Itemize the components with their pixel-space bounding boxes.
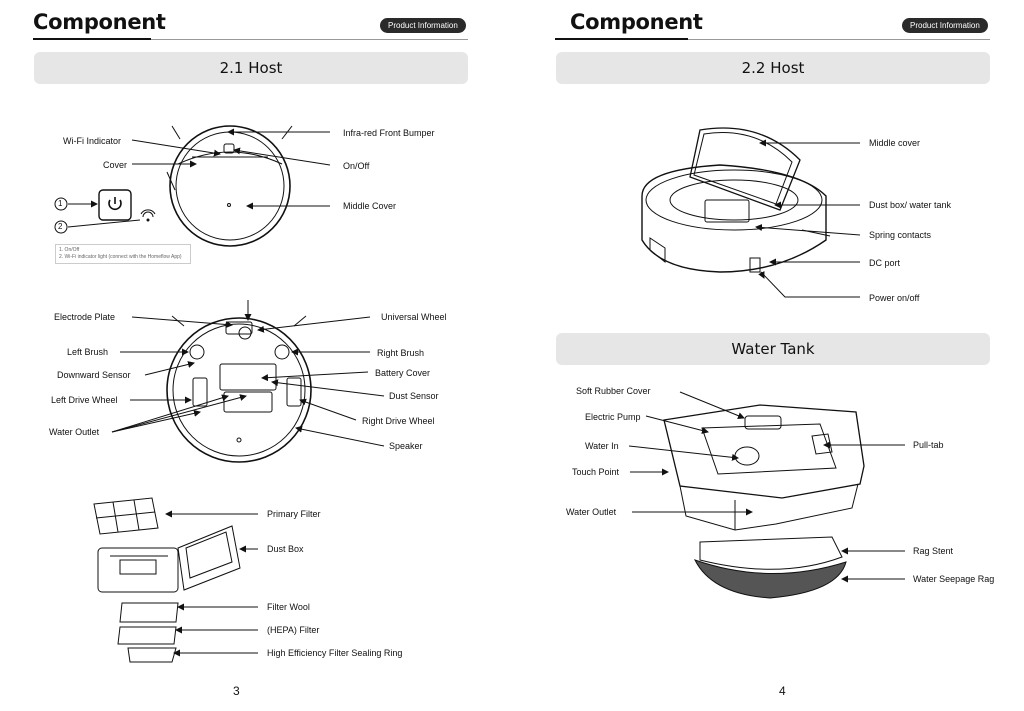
product-info-badge: Product Information bbox=[380, 18, 466, 33]
label-spring-contacts: Spring contacts bbox=[869, 230, 932, 240]
power-button-icon bbox=[98, 189, 132, 221]
product-info-badge: Product Information bbox=[902, 18, 988, 33]
label-hepa-filter: (HEPA) Filter bbox=[267, 625, 320, 635]
label-water-outlet-tank: Water Outlet bbox=[566, 507, 617, 517]
label-primary-filter: Primary Filter bbox=[267, 509, 321, 519]
header-rule bbox=[151, 39, 468, 40]
note-line-1: 1. On/Off bbox=[59, 247, 80, 253]
label-rag-stent: Rag Stent bbox=[913, 546, 954, 556]
callout-number-2: 2 bbox=[58, 222, 63, 231]
label-sealing-ring: High Efficiency Filter Sealing Ring bbox=[267, 648, 403, 658]
label-cover: Cover bbox=[103, 160, 128, 170]
note-line-2: 2. Wi-Fi indicator light (connect with t… bbox=[59, 254, 182, 260]
label-right-brush: Right Brush bbox=[377, 348, 425, 358]
label-dust-sensor: Dust Sensor bbox=[389, 391, 439, 401]
label-water-seepage-rag: Water Seepage Rag bbox=[913, 574, 995, 584]
label-left-brush: Left Brush bbox=[67, 347, 109, 357]
label-water-outlet: Water Outlet bbox=[49, 427, 100, 437]
page-title: Component bbox=[33, 10, 166, 34]
label-middle-cover: Middle Cover bbox=[343, 201, 397, 211]
label-dc-port: DC port bbox=[869, 258, 901, 268]
water-tank-drawing bbox=[663, 404, 865, 531]
callout-number-1: 1 bbox=[58, 199, 63, 208]
label-touch-point: Touch Point bbox=[572, 467, 620, 477]
label-left-drive-wheel: Left Drive Wheel bbox=[51, 395, 118, 405]
robot-top-view-drawing bbox=[166, 125, 293, 247]
section-heading-host: 2.1 Host bbox=[34, 52, 468, 84]
header-rule bbox=[688, 39, 990, 40]
label-wifi-indicator: Wi-Fi Indicator bbox=[63, 136, 122, 146]
label-middle-cover: Middle cover bbox=[869, 138, 921, 148]
label-infrared-bumper: Infra-red Front Bumper bbox=[343, 128, 435, 138]
label-downward-sensor: Downward Sensor bbox=[57, 370, 131, 380]
page-title: Component bbox=[570, 10, 703, 34]
section-heading-host-2: 2.2 Host bbox=[556, 52, 990, 84]
label-dust-box-water-tank: Dust box/ water tank bbox=[869, 200, 952, 210]
label-pull-tab: Pull-tab bbox=[913, 440, 944, 450]
label-power-on-off: Power on/off bbox=[869, 293, 920, 303]
label-universal-wheel: Universal Wheel bbox=[381, 312, 447, 322]
robot-bottom-view-drawing bbox=[166, 315, 312, 463]
label-battery-cover: Battery Cover bbox=[375, 368, 431, 378]
robot-open-lid-drawing bbox=[641, 127, 831, 273]
label-on-off: On/Off bbox=[343, 161, 370, 171]
label-speaker: Speaker bbox=[389, 441, 423, 451]
label-right-drive-wheel: Right Drive Wheel bbox=[362, 416, 435, 426]
title-underline bbox=[555, 38, 688, 40]
page-number-right: 4 bbox=[779, 684, 786, 698]
title-underline bbox=[33, 38, 151, 40]
wifi-icon bbox=[140, 209, 156, 222]
label-electrode-plate: Electrode Plate bbox=[54, 312, 116, 322]
label-electric-pump: Electric Pump bbox=[585, 412, 641, 422]
legend-note: 1. On/Off 2. Wi-Fi indicator light (conn… bbox=[55, 244, 191, 264]
rag-drawing bbox=[694, 536, 847, 599]
label-water-in: Water In bbox=[585, 441, 619, 451]
label-filter-wool: Filter Wool bbox=[267, 602, 310, 612]
label-soft-rubber-cover: Soft Rubber Cover bbox=[576, 386, 651, 396]
dust-box-exploded-drawing bbox=[93, 497, 241, 663]
page-number-left: 3 bbox=[233, 684, 240, 698]
label-dust-box: Dust Box bbox=[267, 544, 304, 554]
section-heading-water-tank: Water Tank bbox=[556, 333, 990, 365]
